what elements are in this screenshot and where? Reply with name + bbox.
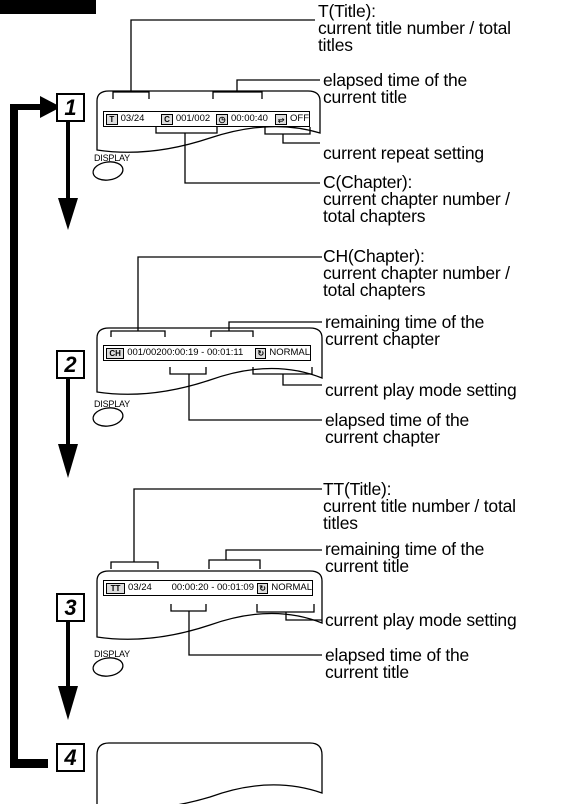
display-label-1: DISPLAY	[94, 153, 130, 163]
step-1-box: 1	[56, 93, 85, 122]
osd-bar-2: CH 001/002 00:00:19 - 00:01:11 ↻ NORMAL	[103, 345, 311, 361]
label-repeat-1: current repeat setting	[323, 143, 484, 163]
corner-tab	[0, 0, 96, 14]
label-mode-3: current play mode setting	[325, 610, 517, 630]
step-2-box: 2	[56, 350, 85, 379]
clock-icon: ◷	[216, 113, 228, 125]
step-3-box: 3	[56, 593, 85, 622]
repeat-icon: ⥂	[275, 113, 288, 125]
chapter-value: 001/002	[175, 113, 211, 124]
time-value: 00:00:40	[230, 113, 268, 124]
title-value-3: 03/24	[128, 582, 152, 593]
title-value: 03/24	[120, 113, 145, 124]
tt-icon: TT	[106, 582, 126, 594]
display-label-2: DISPLAY	[94, 399, 130, 409]
mode-icon: ↻	[255, 347, 267, 359]
label-mode-2: current play mode setting	[325, 380, 517, 400]
chapter-icon: C	[161, 113, 173, 125]
ch-icon: CH	[106, 347, 125, 359]
display-label-3: DISPLAY	[94, 649, 130, 659]
mode-value-3: NORMAL	[271, 582, 312, 593]
time-value-3: 00:00:20 - 00:01:09	[171, 582, 254, 593]
mode-icon-3: ↻	[256, 582, 269, 594]
chapter-value-2: 001/002	[127, 347, 162, 358]
mode-value-2: NORMAL	[269, 347, 310, 358]
label-chapter-1: C(Chapter):current chapter number /total…	[323, 172, 510, 226]
osd-bar-1: T 03/24 C 001/002 ◷ 00:00:40 ⥂ OFF	[103, 111, 310, 127]
time-value-2: 00:00:19 - 00:01:11	[161, 347, 244, 358]
osd-bar-3: TT 03/24 00:00:20 - 00:01:09 ↻ NORMAL	[103, 580, 313, 596]
step-4-box: 4	[56, 743, 85, 772]
repeat-value: OFF	[290, 113, 310, 124]
label-chapter-2: CH(Chapter):current chapter number /tota…	[323, 246, 510, 300]
title-icon: T	[106, 113, 118, 125]
